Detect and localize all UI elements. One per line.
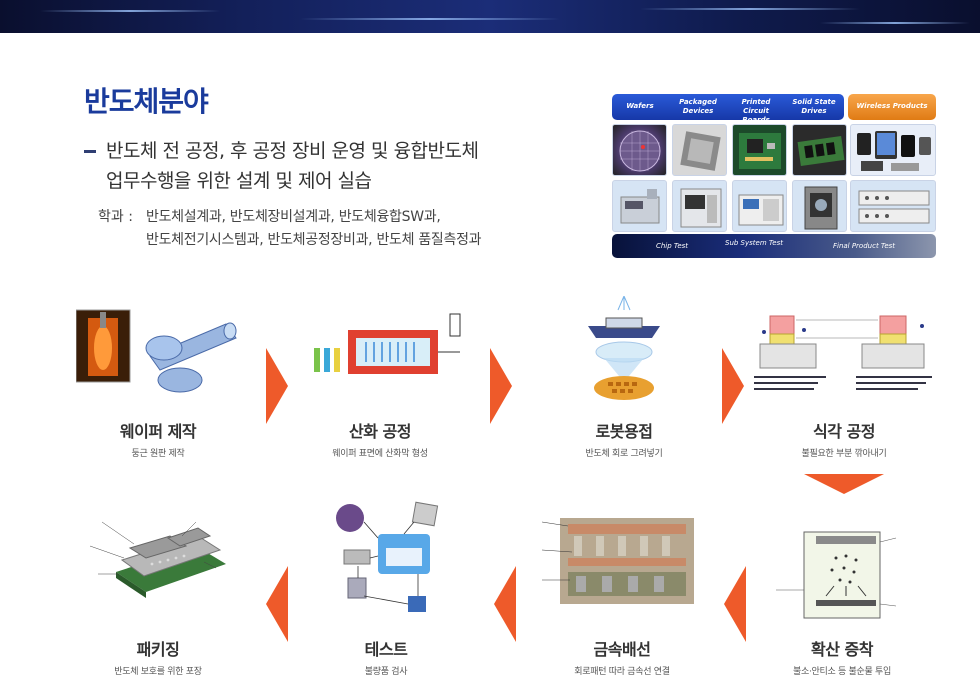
ssd-image (792, 124, 847, 176)
photolithography-illustration (582, 295, 666, 404)
step-desc-metallization: 회로패턴 따라 금속선 연결 (574, 667, 670, 677)
flow-arrow-left-icon (266, 566, 288, 642)
step-desc-packaging: 반도체 보호를 위한 포장 (114, 667, 202, 677)
step-name-deposition: 확산 증착 (811, 640, 873, 659)
flow-arrow-left-icon (724, 566, 746, 642)
step-name-oxidation: 산화 공정 (349, 422, 411, 441)
industry-header-wireless: Wireless Products (848, 94, 936, 120)
final-test-equipment-image (850, 180, 936, 232)
oxidation-furnace-illustration (310, 308, 470, 404)
etching-process-illustration (752, 310, 938, 406)
sputtering-chamber-illustration (766, 518, 916, 628)
footer-final-product-test: Final Product Test (832, 242, 896, 250)
step-name-metallization: 금속배선 (593, 640, 651, 659)
step-name-etching: 식각 공정 (813, 422, 875, 441)
step-desc-wafer: 둥근 원판 제작 (131, 449, 185, 459)
packaged-device-image (672, 124, 727, 176)
header-wireless: Wireless Products (856, 102, 928, 110)
flow-arrow-right-icon (266, 348, 288, 424)
step-name-robot-welding: 로봇용접 (595, 422, 653, 441)
header-ssd: Solid State Drives (792, 98, 836, 115)
banner-light-streak (300, 18, 560, 20)
flow-arrow-down-icon (804, 474, 884, 494)
footer-chip-test: Chip Test (655, 242, 689, 250)
page-title: 반도체분야 (84, 85, 209, 118)
industry-header-bar: Wafers Packaged Devices Printed Circuit … (612, 94, 844, 124)
step-name-packaging: 패키징 (136, 640, 180, 659)
flow-arrow-right-icon (490, 348, 512, 424)
flow-arrow-right-icon (722, 348, 744, 424)
industry-test-panel: Wafers Packaged Devices Printed Circuit … (612, 94, 936, 258)
departments-line-2: 반도체전기시스템과, 반도체공정장비과, 반도체 품질측정과 (146, 232, 482, 248)
summary-text: 반도체 전 공정, 후 공정 장비 운영 및 융합반도체 업무수행을 위한 설계… (106, 136, 479, 196)
summary-line-2: 업무수행을 위한 설계 및 제어 실습 (106, 170, 372, 192)
wafer-fabrication-illustration (75, 308, 246, 404)
test-chamber-image (792, 180, 847, 232)
summary-line-1: 반도체 전 공정, 후 공정 장비 운영 및 융합반도체 (106, 140, 479, 162)
departments-line-1: 반도체설계과, 반도체장비설계과, 반도체융합SW과, (146, 209, 441, 225)
banner-light-streak (640, 8, 860, 10)
footer-sub-system-test: Sub System Test (725, 239, 783, 247)
top-banner (0, 0, 980, 33)
header-packaged-devices: Packaged Devices (679, 98, 717, 115)
header-wafers: Wafers (626, 102, 654, 110)
handler-equipment-image (672, 180, 727, 232)
banner-light-streak (820, 22, 970, 24)
chip-test-equipment-image (612, 180, 667, 232)
test-flow-illustration (334, 500, 442, 618)
step-desc-robot-welding: 반도체 회로 그려넣기 (585, 449, 663, 459)
step-desc-etching: 불필요한 부분 깎아내기 (801, 449, 887, 459)
flow-arrow-left-icon (494, 566, 516, 642)
package-assembly-illustration (86, 508, 246, 612)
step-desc-test: 불량품 검사 (364, 667, 408, 677)
sub-system-test-image (732, 180, 787, 232)
header-pcb: Printed Circuit Boards (741, 98, 771, 124)
departments-list: 반도체설계과, 반도체장비설계과, 반도체융합SW과, 반도체전기시스템과, 반… (146, 206, 482, 252)
departments-label: 학과 : (98, 209, 133, 225)
bullet-dash-icon (84, 150, 96, 153)
wireless-products-image (850, 124, 936, 176)
industry-footer-bar: Chip Test Sub System Test Final Product … (612, 234, 936, 258)
step-name-wafer: 웨이퍼 제작 (119, 422, 197, 441)
step-desc-deposition: 불소·안티소 등 불순물 투입 (792, 667, 892, 677)
step-name-test: 테스트 (364, 640, 408, 659)
metal-interconnect-illustration (540, 514, 700, 612)
step-desc-oxidation: 웨이퍼 표면에 산화막 형성 (332, 449, 428, 459)
pcb-image (732, 124, 787, 176)
banner-light-streak (40, 10, 220, 12)
wafer-image (612, 124, 667, 176)
